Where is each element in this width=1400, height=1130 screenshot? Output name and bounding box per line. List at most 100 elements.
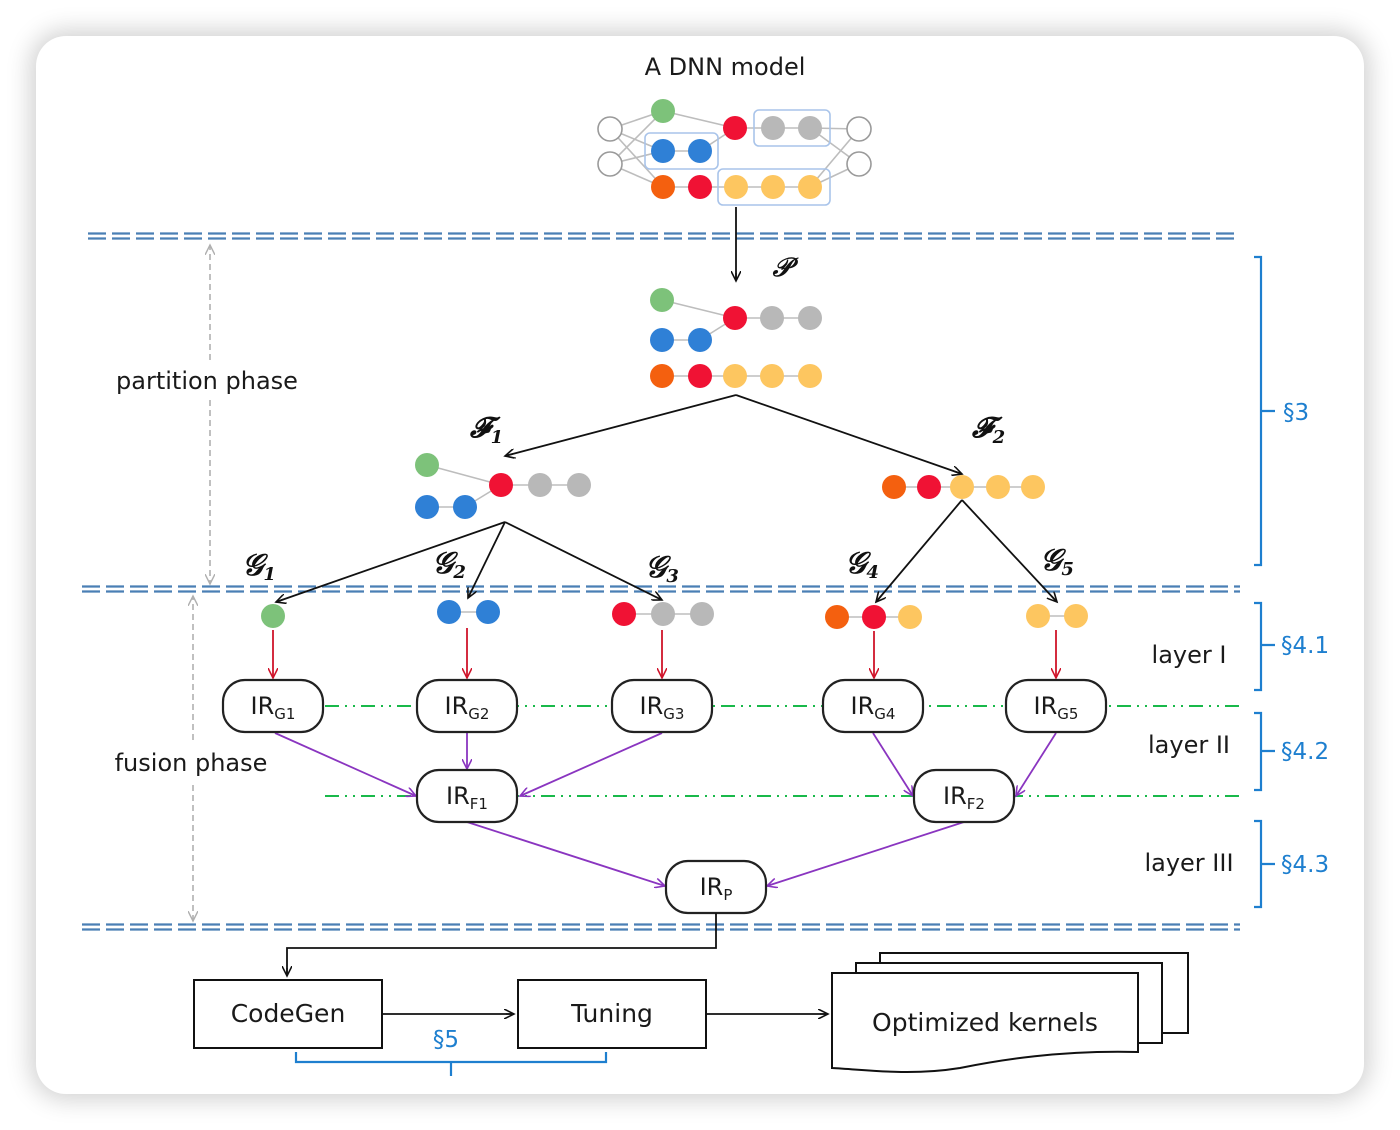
g3-symbol: 𝒢3 <box>645 550 679 587</box>
ir-f1-label: IRF1 <box>446 782 488 813</box>
orange-op-node <box>650 364 674 388</box>
optimized-kernels-label: Optimized kernels <box>872 1008 1098 1037</box>
layer2-label: layer II <box>1148 731 1230 759</box>
ir-g1-label: IRG1 <box>251 692 296 723</box>
arrow-g5-to-f2 <box>1016 732 1057 796</box>
blue-op-node <box>688 139 712 163</box>
g1-symbol: 𝒢1 <box>242 548 276 585</box>
arrow-to-g4 <box>876 499 963 602</box>
arrow-f1-to-p <box>466 821 665 886</box>
ir-f1-box <box>415 768 519 824</box>
yellow-op-node <box>723 364 747 388</box>
arrow-to-g1 <box>276 521 506 602</box>
io-node <box>597 151 623 177</box>
fusion-phase-label: fusion phase <box>115 749 268 777</box>
io-node <box>597 116 623 142</box>
ir-g5-label: IRG5 <box>1034 692 1079 723</box>
arrow-to-g2 <box>468 521 506 598</box>
figure-card <box>36 36 1364 1094</box>
gray-op-node <box>528 473 552 497</box>
kernel-doc-front <box>831 972 1139 1074</box>
io-node <box>846 116 872 142</box>
ir-subscript: G3 <box>663 705 684 723</box>
optimized-kernels-stack <box>831 952 1189 1074</box>
blue-op-node <box>688 328 712 352</box>
partition-tree-arrows <box>276 394 1057 602</box>
g4-symbol: 𝒢4 <box>845 546 879 583</box>
arrow-to-g5 <box>961 499 1057 602</box>
yellow-op-node <box>898 605 922 629</box>
arrow-f2-to-p <box>767 821 965 886</box>
yellow-op-node <box>1026 604 1050 628</box>
red-op-node <box>688 175 712 199</box>
yellow-op-node <box>760 364 784 388</box>
g2-symbol: 𝒢2 <box>432 546 466 583</box>
yellow-op-node <box>950 475 974 499</box>
blue-op-node <box>476 600 500 624</box>
group-box-yellow <box>717 168 831 206</box>
phase-arrows <box>193 245 210 921</box>
graph-edge <box>426 464 502 486</box>
arrow-g4-to-f2 <box>872 732 913 796</box>
g-subscript: 3 <box>666 566 679 587</box>
codegen-label: CodeGen <box>231 999 346 1028</box>
group-box-gray <box>753 109 831 147</box>
orange-op-node <box>651 175 675 199</box>
gray-op-node <box>567 473 591 497</box>
blue-op-node <box>650 328 674 352</box>
red-op-node <box>489 473 513 497</box>
section-s41: §4.1 <box>1281 633 1329 659</box>
bracket-s42 <box>1254 711 1275 792</box>
ir-f2-box <box>912 768 1016 824</box>
green-op-node <box>651 99 675 123</box>
ir-base: IR <box>640 692 664 720</box>
blue-op-node <box>453 495 477 519</box>
diagram-title: A DNN model <box>645 53 806 81</box>
ir-g1-box <box>221 678 325 734</box>
gray-op-node <box>651 602 675 626</box>
g-subscript: 2 <box>452 562 466 583</box>
bracket-s5 <box>294 1052 608 1076</box>
fusion-labels: 𝓕1 𝓕2 <box>469 411 1005 448</box>
bracket-s41 <box>1254 601 1275 692</box>
fusion-arrows <box>274 732 1057 886</box>
yellow-op-node <box>761 175 785 199</box>
ir-base: IR <box>943 782 967 810</box>
yellow-op-node <box>798 175 822 199</box>
ir-subscript: F2 <box>967 795 985 813</box>
tuning-box <box>517 979 707 1049</box>
ir-subscript: F1 <box>470 795 488 813</box>
tuning-label: Tuning <box>570 999 653 1028</box>
green-op-node <box>650 288 674 312</box>
ir-base: IR <box>251 692 275 720</box>
arrow-p-to-codegen <box>287 913 717 976</box>
ir-g2-box <box>415 678 519 734</box>
f1-symbol: 𝓕1 <box>469 411 503 448</box>
yellow-op-node <box>1021 475 1045 499</box>
ir-p-label: IRP <box>700 873 733 904</box>
red-op-node <box>917 475 941 499</box>
green-op-node <box>261 604 285 628</box>
ir-g3-box <box>610 678 714 734</box>
orange-op-node <box>825 605 849 629</box>
graph-edge <box>661 299 736 319</box>
orange-op-node <box>882 475 906 499</box>
ir-subscript: G5 <box>1057 705 1078 723</box>
red-op-node <box>723 116 747 140</box>
ir-subscript: G2 <box>468 705 489 723</box>
layer1-label: layer I <box>1152 641 1227 669</box>
gray-op-node <box>760 306 784 330</box>
red-op-node <box>862 605 886 629</box>
ir-base: IR <box>446 782 470 810</box>
blue-op-node <box>415 495 439 519</box>
ir-f2-label: IRF2 <box>943 782 985 813</box>
arrow-to-g3 <box>504 521 662 600</box>
ir-subscript: G4 <box>874 705 895 723</box>
partition-phase-label: partition phase <box>116 367 298 395</box>
yellow-op-node <box>986 475 1010 499</box>
ir-g4-box <box>821 678 925 734</box>
ir-base: IR <box>700 873 724 901</box>
ir-subscript: P <box>723 886 732 904</box>
